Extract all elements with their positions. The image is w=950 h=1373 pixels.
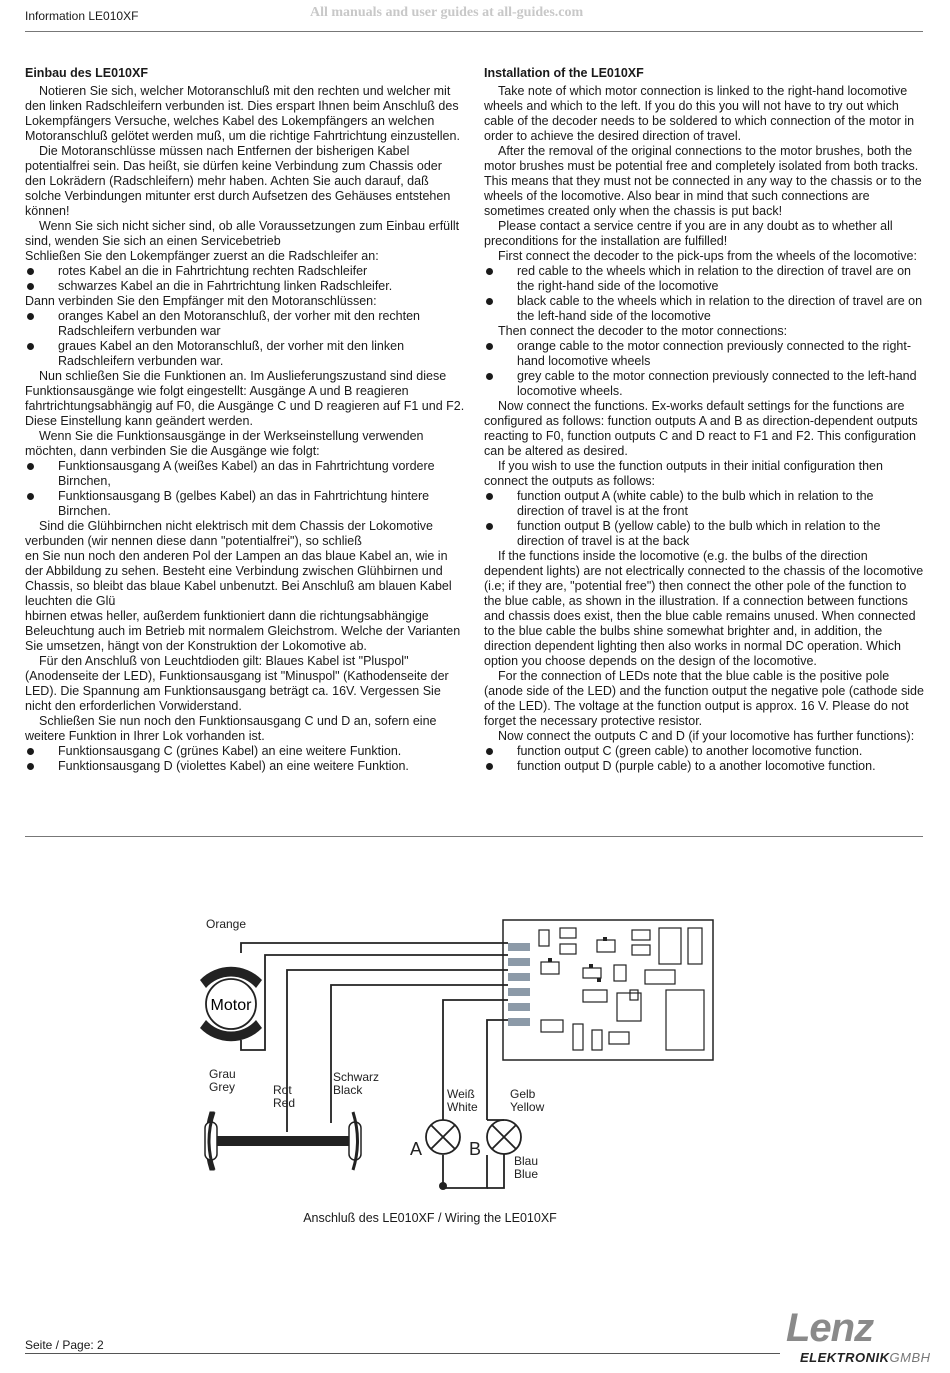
label-schwarz: Schwarz xyxy=(333,1070,379,1084)
bulb-b-icon xyxy=(486,1119,522,1155)
paragraph: Nun schließen Sie die Funktionen an. Im … xyxy=(25,369,465,428)
wiring-diagram: Motor Orange Grau Grey Rot Red Schwarz B… xyxy=(200,917,714,1190)
logo-sub-elektronik: ELEKTRONIK xyxy=(800,1350,890,1365)
decoder-pads xyxy=(508,943,530,1026)
paragraph: Für den Anschluß von Leuchtdioden gilt: … xyxy=(25,654,449,713)
bullet-item: Funktionsausgang C (grünes Kabel) an ein… xyxy=(25,744,465,759)
bullet-item: grey cable to the motor connection previ… xyxy=(484,369,924,399)
paragraph: Take note of which motor connection is l… xyxy=(484,84,915,143)
blue-wire xyxy=(442,1155,488,1189)
paragraph: Sind die Glühbirnchen nicht elektrisch m… xyxy=(25,519,433,548)
bullet-item: orange cable to the motor connection pre… xyxy=(484,339,924,369)
top-rule xyxy=(25,31,923,32)
paragraph: First connect the decoder to the pick-up… xyxy=(498,249,917,263)
paragraph: After the removal of the original connec… xyxy=(484,144,922,218)
paragraph: Schließen Sie nun noch den Funktionsausg… xyxy=(25,714,437,743)
label-yellow: Yellow xyxy=(510,1100,545,1114)
label-rot: Rot xyxy=(273,1083,292,1097)
paragraph: en Sie nun noch den anderen Pol der Lamp… xyxy=(25,549,452,608)
paragraph: Dann verbinden Sie den Empfänger mit den… xyxy=(25,294,377,308)
watermark: All manuals and user guides at all-guide… xyxy=(310,5,584,20)
paragraph: hbirnen etwas heller, außerdem funktioni… xyxy=(25,609,461,653)
paragraph: If the functions inside the locomotive (… xyxy=(484,549,924,668)
label-blau: Blau xyxy=(514,1154,538,1168)
logo-sub-gmbh: GMBH xyxy=(889,1350,931,1365)
label-weiss: Weiß xyxy=(447,1087,475,1101)
red-wire xyxy=(286,969,508,1132)
motor-icon xyxy=(205,978,257,1030)
paragraph: Wenn Sie die Funktionsausgänge in der We… xyxy=(25,429,424,458)
motor-brush-top xyxy=(200,966,262,988)
bullet-item: black cable to the wheels which in relat… xyxy=(484,294,924,324)
yellow-wire xyxy=(486,1019,508,1120)
bullet-item: Funktionsausgang D (violettes Kabel) an … xyxy=(25,759,465,774)
label-output-a: A xyxy=(410,1139,422,1159)
page-number: Seite / Page: 2 xyxy=(25,1338,104,1352)
label-output-b: B xyxy=(469,1139,481,1159)
white-wire xyxy=(442,999,508,1120)
paragraph: If you wish to use the function outputs … xyxy=(484,459,883,488)
axle xyxy=(205,1136,360,1146)
german-heading: Einbau des LE010XF xyxy=(25,66,148,80)
paragraph: Die Motoranschlüsse müssen nach Entferne… xyxy=(25,144,451,218)
bullet-item: graues Kabel an den Motoranschluß, der v… xyxy=(25,339,465,369)
bullet-item: function output B (yellow cable) to the … xyxy=(484,519,924,549)
paragraph: Please contact a service centre if you a… xyxy=(484,219,893,248)
bullet-item: red cable to the wheels which in relatio… xyxy=(484,264,924,294)
orange-wire xyxy=(240,942,508,953)
bullet-item: Funktionsausgang B (gelbes Kabel) an das… xyxy=(25,489,465,519)
black-wire xyxy=(330,984,508,1123)
label-orange: Orange xyxy=(206,917,246,931)
paragraph: Now connect the outputs C and D (if your… xyxy=(498,729,915,743)
paragraph: Then connect the decoder to the motor co… xyxy=(498,324,788,338)
header-title: Information LE010XF xyxy=(25,9,139,23)
lenz-logo: Lenz xyxy=(786,1306,874,1350)
lenz-logo-sub: ELEKTRONIKGMBH xyxy=(800,1350,931,1365)
junction-dot xyxy=(439,1182,447,1190)
paragraph: Schließen Sie den Lokempfänger zuerst an… xyxy=(25,249,379,263)
bullet-item: schwarzes Kabel an die in Fahrtrichtung … xyxy=(25,279,465,294)
bullet-item: function output D (purple cable) to a an… xyxy=(484,759,924,774)
bullet-item: Funktionsausgang A (weißes Kabel) an das… xyxy=(25,459,465,489)
motor-label: Motor xyxy=(211,997,253,1014)
bullet-item: rotes Kabel an die in Fahrtrichtung rech… xyxy=(25,264,465,279)
label-grey: Grey xyxy=(209,1080,235,1094)
label-black: Black xyxy=(333,1083,363,1097)
bulb-a-icon xyxy=(425,1119,461,1155)
diagram-caption: Anschluß des LE010XF / Wiring the LE010X… xyxy=(303,1211,557,1225)
paragraph: Notieren Sie sich, welcher Motoranschluß… xyxy=(25,84,460,143)
paragraph: Wenn Sie sich nicht sicher sind, ob alle… xyxy=(25,219,460,248)
paragraph: Now connect the functions. Ex-works defa… xyxy=(484,399,918,458)
motor-brush-bottom xyxy=(200,1020,262,1042)
paragraph: For the connection of LEDs note that the… xyxy=(484,669,924,728)
label-blue: Blue xyxy=(514,1167,538,1181)
label-gelb: Gelb xyxy=(510,1087,536,1101)
bullet-item: oranges Kabel an den Motoranschluß, der … xyxy=(25,309,465,339)
label-white: White xyxy=(447,1100,478,1114)
bullet-item: function output A (white cable) to the b… xyxy=(484,489,924,519)
middle-rule xyxy=(25,836,923,837)
label-red: Red xyxy=(273,1096,295,1110)
german-column: Einbau des LE010XF Notieren Sie sich, we… xyxy=(25,66,465,774)
label-grau: Grau xyxy=(209,1067,236,1081)
english-heading: Installation of the LE010XF xyxy=(484,66,644,80)
footer-rule xyxy=(25,1353,780,1354)
grey-wire xyxy=(240,954,508,1051)
wires xyxy=(240,942,508,1189)
bullet-item: function output C (green cable) to anoth… xyxy=(484,744,924,759)
english-column: Installation of the LE010XF Take note of… xyxy=(484,66,924,774)
right-wheel-icon xyxy=(348,1121,362,1161)
